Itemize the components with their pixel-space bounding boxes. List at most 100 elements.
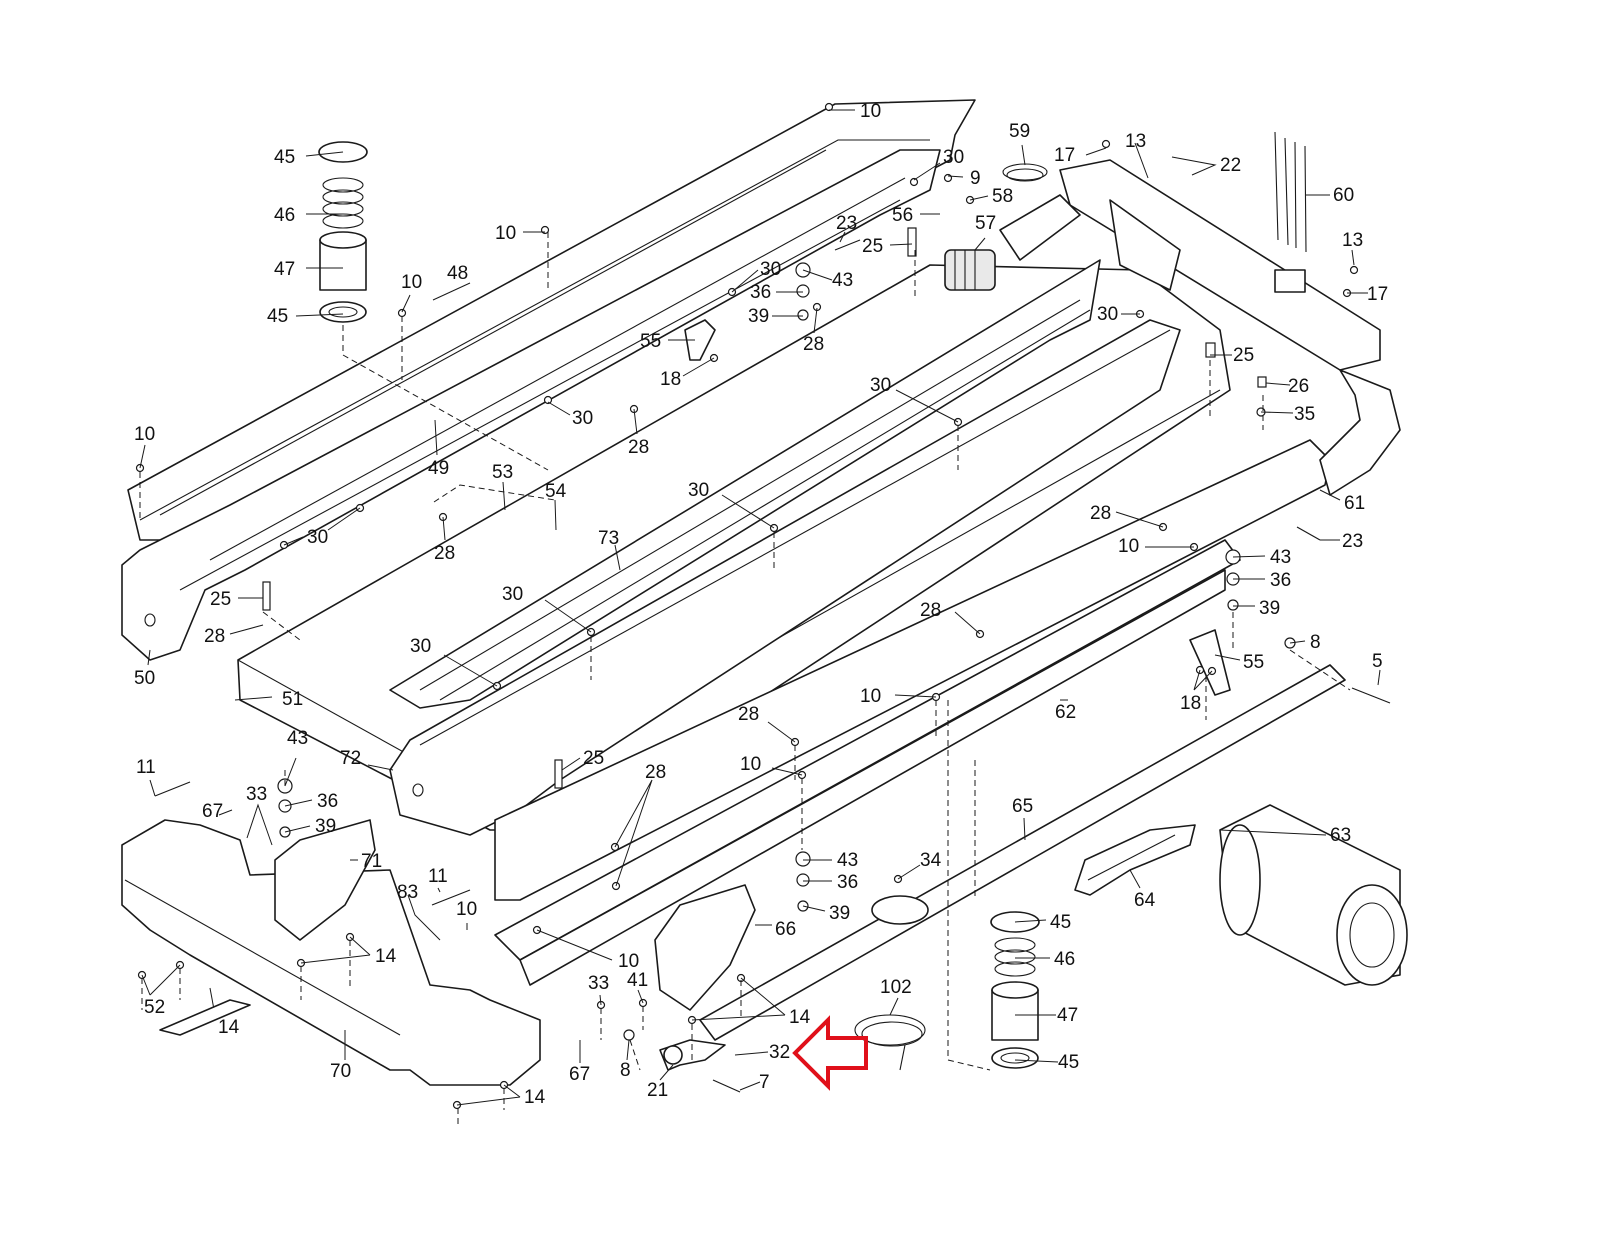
- callout-label: 39: [748, 306, 769, 327]
- callout-label: 18: [1180, 693, 1201, 714]
- callout-label: 18: [660, 369, 681, 390]
- hardware: [135, 102, 1391, 1110]
- callout-label: 53: [492, 462, 513, 483]
- callout-label: 10: [456, 899, 477, 920]
- callout-label: 71: [361, 851, 382, 872]
- callout-label: 46: [1054, 949, 1075, 970]
- callout-label: 72: [340, 748, 361, 769]
- callout-label: 46: [274, 205, 295, 226]
- callout-label: 30: [307, 527, 328, 548]
- callout-label: 5: [1372, 651, 1383, 672]
- callout-label: 60: [1333, 185, 1354, 206]
- callout-label: 102: [880, 977, 912, 998]
- cable-59: [1002, 163, 1048, 182]
- callout-label: 36: [837, 872, 858, 893]
- callout-label: 57: [975, 213, 996, 234]
- callout-label: 43: [832, 270, 853, 291]
- callout-label: 43: [1270, 547, 1291, 568]
- callout-label: 7: [759, 1072, 770, 1093]
- callout-label: 66: [775, 919, 796, 940]
- rear-base: [121, 819, 756, 1086]
- callout-label: 63: [1330, 825, 1351, 846]
- callout-label: 54: [545, 481, 567, 502]
- callout-label: 47: [1057, 1005, 1078, 1026]
- callout-label: 50: [134, 668, 155, 689]
- motor: [1219, 804, 1408, 986]
- callout-label: 67: [202, 801, 223, 822]
- callout-label: 48: [447, 263, 468, 284]
- right-rail: [494, 439, 1331, 986]
- callout-label: 30: [572, 408, 593, 429]
- callout-label: 43: [287, 728, 308, 749]
- callout-label: 30: [688, 480, 709, 501]
- callout-labels: 10 45 46 47 45 10 48 10 59 17 13 22 30 9…: [134, 101, 1388, 1108]
- callout-label: 39: [315, 816, 336, 837]
- callout-label: 45: [267, 306, 288, 327]
- right-spring-stack: [990, 911, 1040, 1069]
- callout-label: 30: [410, 636, 431, 657]
- callout-label: 83: [397, 882, 418, 903]
- callout-label: 30: [943, 147, 964, 168]
- callout-label: 9: [970, 168, 981, 189]
- callout-label: 45: [1050, 912, 1071, 933]
- callout-label: 30: [1097, 304, 1118, 325]
- callout-label: 17: [1054, 145, 1075, 166]
- callout-label: 14: [524, 1087, 546, 1108]
- right-hood: [389, 319, 1181, 836]
- upright-frame: [999, 159, 1401, 496]
- callout-label: 25: [210, 589, 231, 610]
- callout-label: 17: [1367, 284, 1388, 305]
- callout-label: 14: [218, 1017, 240, 1038]
- callout-label: 67: [569, 1064, 590, 1085]
- callout-label: 56: [892, 205, 913, 226]
- callout-label: 10: [740, 754, 761, 775]
- callout-label: 32: [769, 1042, 790, 1063]
- callout-label: 30: [502, 584, 523, 605]
- callout-label: 14: [789, 1007, 811, 1028]
- callout-label: 28: [645, 762, 666, 783]
- callout-label: 28: [434, 543, 455, 564]
- drive-belt: [1074, 824, 1196, 896]
- callout-label: 11: [428, 866, 448, 887]
- callout-label: 65: [1012, 796, 1033, 817]
- callout-label: 21: [647, 1080, 668, 1101]
- callout-label: 10: [495, 223, 516, 244]
- drive-shaft: [699, 664, 1346, 1041]
- callout-label: 11: [136, 757, 156, 778]
- callout-label: 61: [1344, 493, 1365, 514]
- left-spring-stack: [318, 141, 368, 323]
- callout-label: 23: [836, 213, 857, 234]
- highlight-arrow: [792, 1015, 868, 1091]
- callout-label: 22: [1220, 155, 1241, 176]
- callout-label: 25: [583, 748, 604, 769]
- callout-label: 10: [618, 951, 639, 972]
- callout-label: 30: [870, 375, 891, 396]
- callout-label: 28: [628, 437, 649, 458]
- callout-label: 36: [1270, 570, 1291, 591]
- leader-lines: [139, 109, 1381, 1106]
- callout-label: 59: [1009, 121, 1030, 142]
- callout-label: 43: [837, 850, 858, 871]
- callout-label: 28: [920, 600, 941, 621]
- callout-label: 30: [760, 259, 781, 280]
- callout-label: 28: [204, 626, 225, 647]
- callout-label: 25: [1233, 345, 1254, 366]
- callout-label: 58: [992, 186, 1013, 207]
- callout-label: 45: [274, 147, 295, 168]
- callout-label: 45: [1058, 1052, 1079, 1073]
- callout-label: 47: [274, 259, 295, 280]
- callout-label: 39: [829, 903, 850, 924]
- callout-label: 33: [246, 784, 267, 805]
- callout-label: 64: [1134, 890, 1156, 911]
- callout-label: 62: [1055, 702, 1076, 723]
- callout-label: 25: [862, 236, 883, 257]
- callout-label: 28: [1090, 503, 1111, 524]
- callout-label: 41: [627, 970, 648, 991]
- callout-label: 8: [1310, 632, 1321, 653]
- callout-label: 14: [375, 946, 397, 967]
- callout-label: 52: [144, 997, 165, 1018]
- callout-label: 73: [598, 528, 619, 549]
- callout-label: 10: [401, 272, 422, 293]
- callout-label: 10: [860, 101, 881, 122]
